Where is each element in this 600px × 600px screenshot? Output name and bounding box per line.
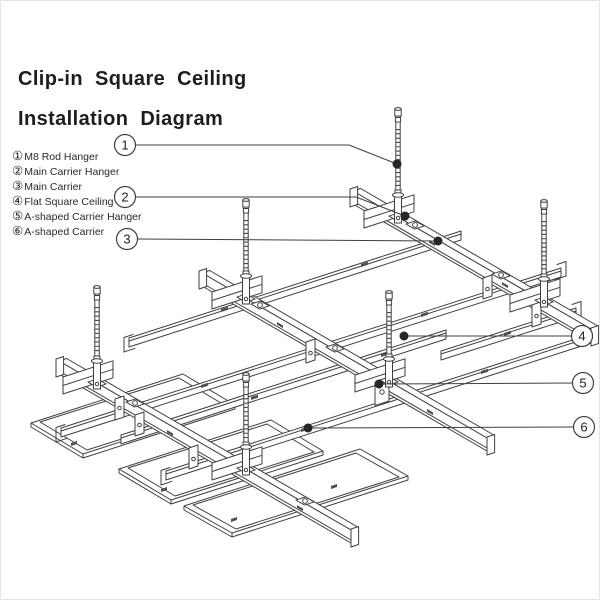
callout-5: 5 [374,371,595,395]
rod-hanger-5 [354,290,406,393]
legend-num-5: ⑤ [12,209,24,224]
callout-6-dot [303,423,313,433]
legend-num-3: ③ [12,179,24,194]
callout-6-number: 6 [580,420,587,435]
callout-1-dot [392,159,402,169]
callout-3-dot [433,236,443,246]
legend-num-2: ② [12,164,24,179]
callout-4: 4 [399,324,594,348]
callout-3: 3 [115,227,443,251]
callout-5-number: 5 [579,376,586,391]
legend-label-4: Flat Square Ceiling [24,195,114,208]
callout-4-number: 4 [578,329,585,344]
rod-hanger-4 [62,285,114,395]
title-line-1: Clip-in Square Ceiling [18,68,247,90]
a-shaped-carrier-3 [123,230,462,353]
callout-5-circle [571,371,595,395]
title-line-2: Installation Diagram [18,108,224,130]
page-title: Clip-in Square Ceiling Installation Diag… [18,69,247,129]
legend-item-main-carrier: ③ Main Carrier [12,179,142,194]
callout-1-circle [113,133,137,157]
legend-label-1: M8 Rod Hanger [24,150,99,163]
callout-1-leader [135,144,398,165]
callout-2-leader [135,196,406,217]
callout-2: 2 [113,185,410,221]
carrier-pads [125,220,511,506]
callout-5-leader [378,382,573,385]
legend-label-3: Main Carrier [24,180,82,193]
callout-6-circle [572,415,596,439]
callout-3-circle [115,227,139,251]
callout-4-circle [570,324,594,348]
legend-item-flat-square-ceiling: ④ Flat Square Ceiling [12,194,142,209]
legend-label-2: Main Carrier Hanger [24,165,120,178]
legend-num-1: ① [12,149,24,164]
callout-2-dot [400,211,410,221]
legend-num-6: ⑥ [12,224,24,239]
legend-num-4: ④ [12,194,24,209]
callout-2-circle [113,185,137,209]
callout-5-dot [374,379,384,389]
rod-hanger-3 [509,199,561,313]
legend-item-a-shaped-carrier-hanger: ⑤ A-shaped Carrier Hanger [12,209,142,224]
legend-item-main-carrier-hanger: ② Main Carrier Hanger [12,164,142,179]
rod-hanger-6 [211,372,263,481]
callout-3-leader [137,238,439,242]
callout-3-number: 3 [123,232,130,247]
callout-4-dot [399,331,409,341]
callout-6: 6 [303,415,596,439]
legend-label-6: A-shaped Carrier [24,225,105,238]
legend-item-a-shaped-carrier: ⑥ A-shaped Carrier [12,224,142,239]
parts-legend: ① M8 Rod Hanger ② Main Carrier Hanger ③ … [12,149,142,239]
rod-hanger-2 [211,198,263,310]
callout-1-number: 1 [121,138,128,153]
legend-label-5: A-shaped Carrier Hanger [24,210,142,223]
carrier-clip-tabs [114,274,542,470]
rod-hanger-1 [363,107,415,229]
callout-1: 1 [113,133,402,169]
callout-2-number: 2 [121,190,128,205]
legend-item-m8-rod-hanger: ① M8 Rod Hanger [12,149,142,164]
callout-6-leader [307,426,574,429]
